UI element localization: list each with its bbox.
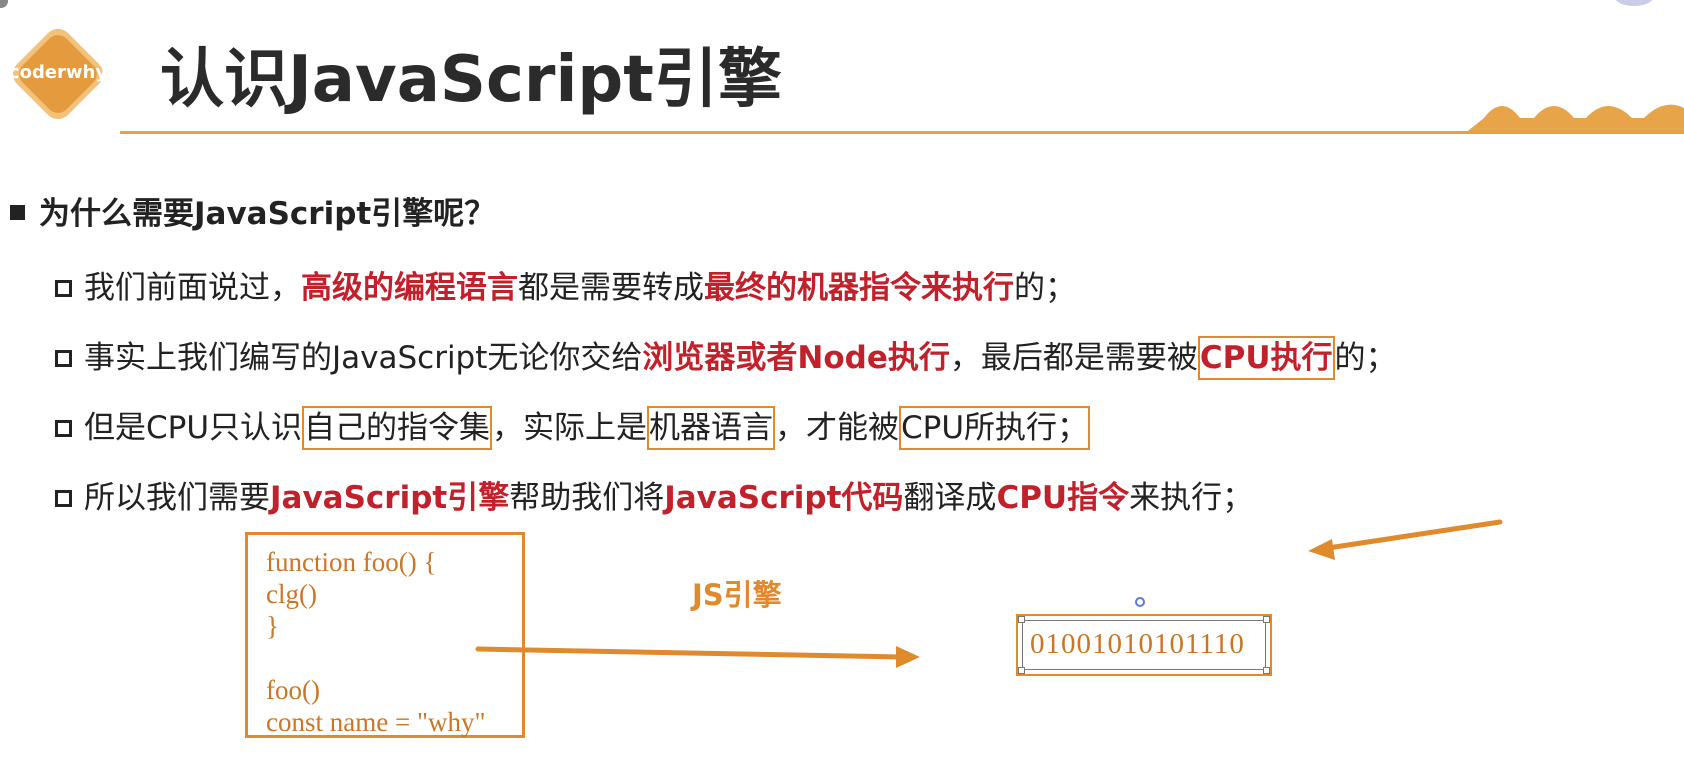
title-underline bbox=[120, 131, 1684, 134]
bullet-text: ，才能被 bbox=[775, 410, 900, 446]
resize-handle[interactable] bbox=[1263, 667, 1270, 674]
code-line: clg() bbox=[266, 579, 317, 609]
coderwhy-logo: coderwhy bbox=[2, 18, 114, 130]
bullet-text: 所以我们需要 bbox=[84, 480, 270, 516]
slide-title: 认识JavaScript引擎 bbox=[160, 43, 782, 117]
js-engine-label: JS引擎 bbox=[692, 578, 782, 612]
resize-handle[interactable] bbox=[1018, 667, 1025, 674]
corner-dot bbox=[0, 0, 8, 8]
hollow-square-bullet-icon bbox=[55, 420, 72, 437]
square-bullet-icon bbox=[10, 205, 25, 220]
bullet-item-2: 事实上我们编写的JavaScript无论你交给浏览器或者Node执行，最后都是需… bbox=[55, 332, 1397, 380]
highlight-text: JavaScript引擎 bbox=[270, 480, 510, 516]
highlight-text: 浏览器或者Node执行 bbox=[642, 340, 950, 376]
bullet-text: 我们前面说过， bbox=[84, 270, 301, 306]
code-line: const name = "why" bbox=[266, 707, 486, 737]
bullet-text: ，实际上是 bbox=[492, 410, 648, 446]
mountain-decoration bbox=[1464, 104, 1684, 134]
hollow-square-bullet-icon bbox=[55, 280, 72, 297]
machine-code-box[interactable]: 01001010101110 bbox=[1016, 614, 1272, 676]
bullet-text: 的； bbox=[1334, 340, 1397, 376]
annotated-text-boxed: 机器语言 bbox=[647, 406, 776, 450]
bullet-text: 的； bbox=[1014, 270, 1076, 306]
hollow-square-bullet-icon bbox=[55, 490, 72, 507]
bullet-item-4: 所以我们需要JavaScript引擎帮助我们将JavaScript代码翻译成CP… bbox=[55, 472, 1253, 517]
code-line: function foo() { bbox=[266, 547, 437, 577]
highlight-text: 最终的机器指令来执行 bbox=[704, 270, 1014, 306]
bullet-text: 都是需要转成 bbox=[518, 270, 704, 306]
bullet-text: 帮助我们将 bbox=[509, 480, 665, 516]
resize-handle[interactable] bbox=[1018, 616, 1025, 623]
pointer-arrow bbox=[1325, 519, 1503, 551]
bullet-text: 来执行； bbox=[1129, 480, 1254, 516]
highlight-text-boxed: CPU执行 bbox=[1197, 336, 1335, 380]
annotated-text-boxed: 自己的指令集 bbox=[302, 406, 493, 450]
bullet-item-1: 我们前面说过，高级的编程语言都是需要转成最终的机器指令来执行的； bbox=[55, 262, 1076, 307]
section-heading: 为什么需要JavaScript引擎呢？ bbox=[10, 188, 495, 233]
bullet-text: 但是CPU只认识 bbox=[84, 410, 303, 446]
hollow-square-bullet-icon bbox=[55, 350, 72, 367]
highlight-text: 高级的编程语言 bbox=[301, 270, 518, 306]
code-line: foo() bbox=[266, 675, 320, 705]
bullet-item-3: 但是CPU只认识自己的指令集，实际上是机器语言，才能被CPU所执行； bbox=[55, 402, 1091, 450]
source-code-box: function foo() { clg() } foo() const nam… bbox=[245, 532, 525, 738]
section-heading-text: 为什么需要JavaScript引擎呢？ bbox=[39, 196, 496, 232]
code-line: } bbox=[266, 611, 279, 641]
highlight-text: CPU指令 bbox=[996, 480, 1130, 516]
bullet-text: 事实上我们编写的JavaScript无论你交给 bbox=[84, 340, 643, 376]
logo-text: coderwhy bbox=[8, 62, 108, 83]
translate-arrowhead bbox=[896, 646, 920, 668]
highlight-text: JavaScript代码 bbox=[664, 480, 904, 516]
selection-frame bbox=[1022, 620, 1266, 670]
bullet-text: ，最后都是需要被 bbox=[949, 340, 1198, 376]
corner-tab bbox=[1614, 0, 1654, 6]
bullet-text: 翻译成 bbox=[903, 480, 997, 516]
annotated-text-boxed: CPU所执行； bbox=[899, 406, 1091, 450]
translate-arrow bbox=[475, 646, 903, 660]
rotate-handle-icon bbox=[1135, 597, 1145, 607]
resize-handle[interactable] bbox=[1263, 616, 1270, 623]
pointer-arrowhead bbox=[1308, 539, 1335, 560]
machine-code-text: 01001010101110 bbox=[1030, 628, 1245, 660]
